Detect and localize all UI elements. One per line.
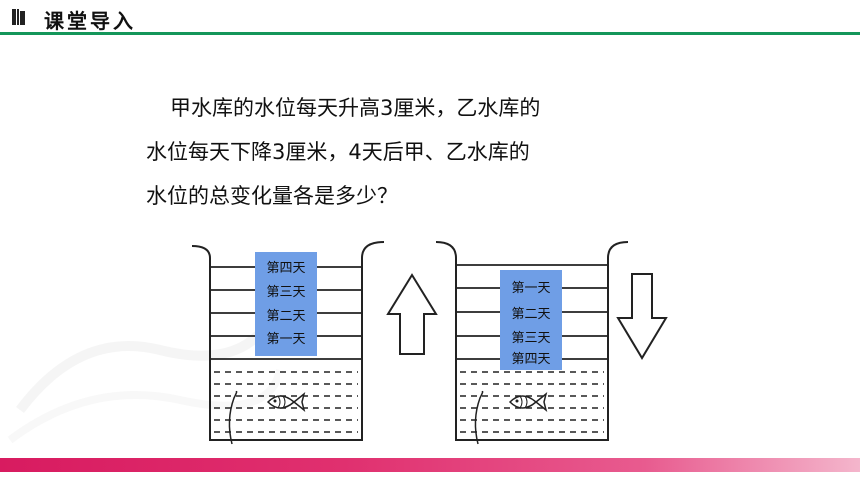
left-label-2: 第三天 — [266, 285, 305, 300]
problem-line-2: 水位每天下降3厘米，4天后甲、乙水库的 — [146, 140, 530, 164]
problem-text: 甲水库的水位每天升高3厘米，乙水库的 水位每天下降3厘米，4天后甲、乙水库的 水… — [146, 86, 626, 218]
left-label-1: 第四天 — [266, 261, 305, 276]
left-label-3: 第二天 — [266, 309, 305, 324]
faint-background-decoration — [7, 317, 280, 444]
fish-icon — [266, 392, 306, 412]
problem-line-1: 甲水库的水位每天升高3厘米，乙水库的 — [170, 96, 541, 120]
left-tank: 第四天 第三天 第二天 第一天 — [191, 241, 385, 445]
up-arrow-icon — [386, 273, 438, 355]
footer-bar — [0, 458, 860, 472]
book-icon — [12, 9, 25, 25]
right-label-3: 第三天 — [511, 331, 550, 346]
header-rule — [0, 32, 860, 35]
problem-line-3: 水位的总变化量各是多少？ — [146, 184, 398, 208]
right-label-1: 第一天 — [511, 281, 550, 296]
fish-icon — [508, 392, 548, 412]
right-label-4: 第四天 — [511, 352, 550, 367]
down-arrow-icon — [616, 273, 668, 360]
right-label-2: 第二天 — [511, 307, 550, 322]
header-bar: 课堂导入 — [0, 0, 860, 36]
right-tank: 第一天 第二天 第三天 第四天 — [435, 241, 629, 445]
left-label-4: 第一天 — [266, 332, 305, 347]
page-title: 课堂导入 — [44, 9, 136, 33]
